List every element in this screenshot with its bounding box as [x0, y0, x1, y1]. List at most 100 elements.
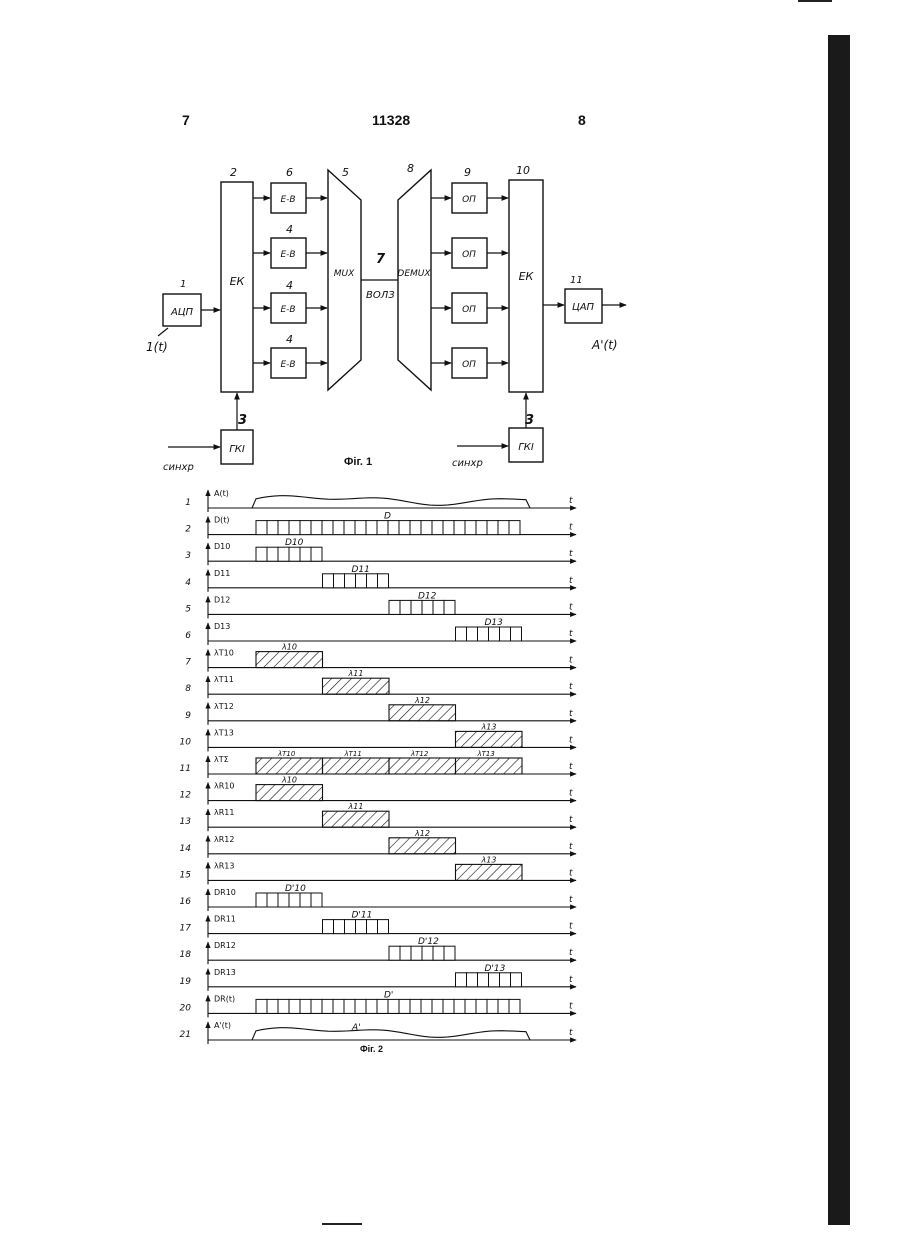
fig2-row-20-bit-cell	[454, 999, 465, 1013]
fig2-row-2-bit-cell	[322, 521, 333, 535]
demux-block	[398, 170, 431, 390]
fig2-row-5-mark: D12	[418, 591, 437, 601]
fig2-row-7-mark: λ10	[281, 643, 297, 652]
fig2-row-2-bit-cell	[465, 521, 476, 535]
demux-label: DEMUX	[397, 269, 431, 279]
fig2-row-6-bit-cell	[478, 627, 489, 641]
fig2-row-2-bit-cell	[300, 521, 311, 535]
fig2-row-12-number: 12	[180, 791, 192, 801]
fig2-row-18-bit-cell	[411, 946, 422, 960]
scan-mark-bottom	[322, 1223, 362, 1225]
channel-num: 7	[376, 252, 386, 267]
fig2-row-1-waveform	[252, 496, 530, 508]
fig2-row-2-bit-cell	[366, 521, 377, 535]
fig2-row-4-bit-cell	[334, 574, 345, 588]
ev-blocks: Е-В 6 Е-В 4 Е-В 4 Е-В 4	[253, 166, 327, 378]
sync-right-label: синхр	[452, 458, 483, 469]
fig2-row-1-number: 1	[185, 498, 191, 508]
fig2-row-2-bit-cell	[432, 521, 443, 535]
fig2-row-16-signal-label: DR10	[214, 888, 236, 897]
fig2-row-5-bit-cell	[389, 600, 400, 614]
mux-num: 5	[342, 166, 349, 179]
fig2-row-19-bit-cell	[478, 973, 489, 987]
fig2-row-8-signal-label: λT11	[214, 675, 234, 684]
fig2-row-15-number: 15	[180, 870, 192, 880]
fig2-row-20-bit-cell	[333, 999, 344, 1013]
fig2-row-9-mark: λ12	[414, 696, 430, 705]
ev-label-3: Е-В	[280, 305, 295, 315]
fig2-row-20-bit-cell	[388, 999, 399, 1013]
fig2-row-20-bit-cell	[311, 999, 322, 1013]
fig2-row-17-bit-cell	[334, 920, 345, 934]
fig2-row-20-bit-cell	[289, 999, 300, 1013]
fig2-row-14-time-label: t	[569, 842, 573, 852]
ev-num-4: 4	[286, 333, 293, 346]
channel-label: ВОЛЗ	[366, 290, 395, 301]
encoder-num: 2	[230, 166, 237, 179]
fig2-row-11-optical-pulse	[256, 758, 323, 774]
fig2-row-16-bit-cell	[300, 893, 311, 907]
dac-label: ЦАП	[572, 302, 595, 313]
fig2-row-12-signal-label: λR10	[214, 782, 234, 791]
encoder-label: ЕК	[230, 275, 246, 288]
fig2-row-2-bit-cell	[454, 521, 465, 535]
fig2-row-18-bit-cell	[422, 946, 433, 960]
fig2-row-20-bit-cell	[377, 999, 388, 1013]
ev-label-4: Е-В	[280, 360, 295, 370]
fig2-row-2-bit-cell	[443, 521, 454, 535]
fig2-row-20-bit-cell	[256, 999, 267, 1013]
fig2-caption: Фіг. 2	[360, 1044, 383, 1054]
fig2-row-9-time-label: t	[569, 709, 573, 719]
fig1-block-diagram: АЦП 1 1(t) ЕК 2 ГКІ 3 синхр Е-В 6 Е-В 4 …	[146, 162, 626, 473]
fig2-row-10-mark: λ13	[481, 722, 497, 731]
fig2-row-16-bit-cell	[267, 893, 278, 907]
fig2-row-2-bit-cell	[278, 521, 289, 535]
fig2-row-19-bit-cell	[511, 973, 522, 987]
fig2-row-6-bit-cell	[500, 627, 511, 641]
fig2-row-19-time-label: t	[569, 975, 573, 985]
fig2-row-8-number: 8	[185, 684, 191, 694]
fig2-row-20-bit-cell	[476, 999, 487, 1013]
fig2-row-2-time-label: t	[569, 523, 573, 533]
fig2-row-10-signal-label: λT13	[214, 728, 234, 737]
fig2-row-18-time-label: t	[569, 948, 573, 958]
fig2-row-11-optical-pulse	[323, 758, 390, 774]
fig2-row-17-bit-cell	[378, 920, 389, 934]
fig2-row-5-bit-cell	[444, 600, 455, 614]
fig2-row-20-bit-cell	[300, 999, 311, 1013]
decoder-block	[509, 180, 543, 392]
fig2-row-20-bit-cell	[278, 999, 289, 1013]
fig2-row-2-signal-label: D(t)	[214, 516, 230, 525]
fig2-row-2-bit-cell	[421, 521, 432, 535]
fig2-row-20-bit-cell	[344, 999, 355, 1013]
fig2-row-19-signal-label: DR13	[214, 968, 236, 977]
fig2-row-10-time-label: t	[569, 735, 573, 745]
decoder-num: 10	[516, 164, 530, 177]
fig2-row-17-signal-label: DR11	[214, 915, 236, 924]
fig2-row-3-time-label: t	[569, 549, 573, 559]
fig2-row-4-bit-cell	[356, 574, 367, 588]
fig2-row-16-bit-cell	[289, 893, 300, 907]
fig2-row-20-time-label: t	[569, 1001, 573, 1011]
fig2-row-7-time-label: t	[569, 656, 573, 666]
fig2-row-7-signal-label: λT10	[214, 649, 234, 658]
fig2-row-2-bit-cell	[333, 521, 344, 535]
fig2-timing-diagram: 1A(t)t2D(t)tD3D10tD104D11tD115D12tD126D1…	[180, 489, 576, 1044]
fig2-row-16-number: 16	[180, 897, 192, 907]
fig2-row-14-mark: λ12	[414, 829, 430, 838]
fig2-row-17-time-label: t	[569, 922, 573, 932]
scan-mark-top	[798, 0, 832, 2]
fig2-row-21-number: 21	[180, 1030, 191, 1040]
fig2-row-4-bit-cell	[345, 574, 356, 588]
fig2-row-19-bit-cell	[467, 973, 478, 987]
fig2-row-15-optical-pulse	[456, 864, 523, 880]
fig2-row-8-optical-pulse	[323, 678, 390, 694]
fig2-row-5-time-label: t	[569, 602, 573, 612]
fig2-row-11-mark: λT10	[277, 750, 296, 758]
fig2-row-2-bit-cell	[509, 521, 520, 535]
fig2-row-9-optical-pulse	[389, 705, 456, 721]
decoder-label: ЕК	[519, 270, 535, 283]
fig2-row-11-optical-pulse	[389, 758, 456, 774]
fig2-row-2-bit-cell	[476, 521, 487, 535]
fig2-row-20-bit-cell	[267, 999, 278, 1013]
